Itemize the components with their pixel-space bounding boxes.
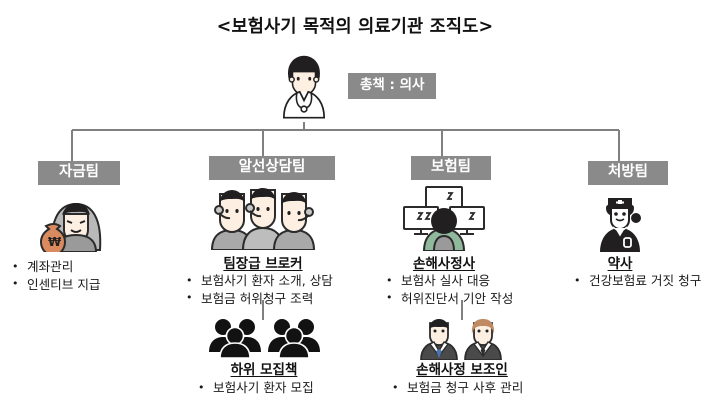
list-item: 건강보험료 거짓 청구: [572, 272, 701, 290]
monitor-workstation-icon: [398, 185, 490, 252]
pharmacist-icon: [592, 190, 648, 252]
role-title-insurance: 손해사정사: [412, 256, 476, 272]
svg-text:₩: ₩: [48, 235, 62, 249]
list-item: 인센티브 지급: [10, 275, 101, 294]
hooded-money-bag-icon: ₩: [26, 190, 118, 257]
bullet-list-recruiters: 보험사기 환자 모집: [196, 379, 314, 397]
bullet-list-insurance: 보험사 실사 대응 허위진단서 기안 작성: [384, 272, 513, 307]
list-item: 보험사 실사 대응: [384, 272, 513, 290]
dept-chip-prescription[interactable]: 처방팀: [588, 161, 668, 185]
doctor-icon: [282, 55, 326, 119]
bullet-list-adjuster-assistants: 보험금 청구 사후 관리: [390, 379, 523, 397]
bullet-list-prescription: 건강보험료 거짓 청구: [572, 272, 701, 290]
role-title-recruiters: 하위 모집책: [230, 362, 298, 378]
bullet-list-funding: 계좌관리 인센티브 지급: [10, 258, 101, 293]
dept-chip-insurance[interactable]: 보험팀: [411, 156, 491, 180]
page-title: <보험사기 목적의 의료기관 조직도>: [216, 17, 494, 37]
role-title-adjuster-assistants: 손해사정 보조인: [416, 362, 508, 378]
list-item: 보험사기 환자 소개, 상담: [184, 272, 333, 290]
role-title-referral: 팀장급 브로커: [223, 256, 303, 272]
list-item: 계좌관리: [10, 258, 101, 276]
list-item: 보험금 허위청구 조력: [184, 289, 333, 308]
three-headset-operators-icon: [198, 188, 328, 251]
two-suited-staff-icon: [415, 318, 509, 361]
bullet-list-referral: 보험사기 환자 소개, 상담 보험금 허위청구 조력: [184, 272, 333, 307]
dept-chip-funding[interactable]: 자금팀: [38, 161, 120, 185]
list-item: 보험금 청구 사후 관리: [390, 379, 523, 397]
role-title-prescription: 약사: [607, 256, 633, 272]
list-item: 허위진단서 기안 작성: [384, 289, 513, 308]
root-badge-label: 총책 : 의사: [348, 73, 437, 99]
crowd-silhouette-icon: [206, 318, 324, 359]
dept-chip-referral[interactable]: 알선상담팀: [209, 156, 335, 180]
root-node-doctor[interactable]: 총책 : 의사: [268, 48, 468, 124]
list-item: 보험사기 환자 모집: [196, 379, 314, 397]
